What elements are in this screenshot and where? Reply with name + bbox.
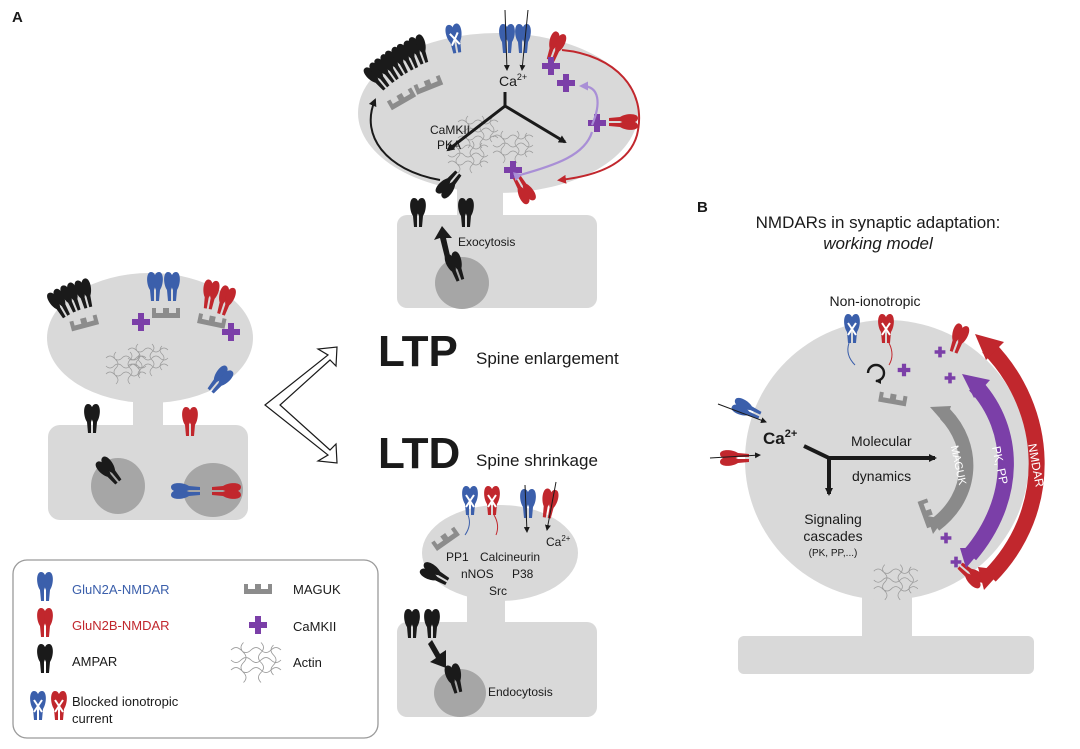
panel-b-title-line1: NMDARs in synaptic adaptation: bbox=[756, 213, 1001, 232]
ltd-spine bbox=[397, 481, 597, 717]
legend-maguk-label: MAGUK bbox=[293, 582, 341, 597]
ltd-title: LTD bbox=[378, 429, 460, 478]
legend-camkii-label: CaMKII bbox=[293, 619, 336, 634]
ltd-p38-label: P38 bbox=[512, 567, 534, 581]
panel-b-ca-label: Ca2+ bbox=[763, 428, 797, 448]
ltd-calcineurin-label: Calcineurin bbox=[480, 550, 540, 564]
dynamics-label: dynamics bbox=[852, 468, 911, 484]
ltd-ca-label: Ca2+ bbox=[546, 534, 571, 549]
panel-b-letter: B bbox=[697, 199, 708, 216]
glun2b-icon bbox=[720, 450, 749, 466]
legend-glun2a-label: GluN2A-NMDAR bbox=[72, 582, 170, 597]
panel-a-letter: A bbox=[12, 9, 23, 26]
signaling-label-3: (PK, PP,...) bbox=[809, 548, 858, 559]
basal-spine bbox=[45, 272, 253, 520]
ltd-pp1-label: PP1 bbox=[446, 550, 469, 564]
ltp-title: LTP bbox=[378, 327, 458, 376]
legend: GluN2A-NMDAR GluN2B-NMDAR AMPAR Blocked … bbox=[12, 559, 379, 739]
legend-actin-label: Actin bbox=[293, 655, 322, 670]
legend-ampar-label: AMPAR bbox=[72, 654, 117, 669]
ltp-pka-label: PKA bbox=[437, 138, 461, 152]
exocytosis-label: Exocytosis bbox=[458, 235, 515, 249]
molecular-label: Molecular bbox=[851, 433, 912, 449]
ltp-subtitle: Spine enlargement bbox=[476, 349, 619, 368]
endocytosis-label: Endocytosis bbox=[488, 685, 553, 699]
maguk-arc bbox=[930, 409, 974, 531]
non-ionotropic-label: Non-ionotropic bbox=[829, 293, 920, 309]
ltp-camkii-label: CaMKII bbox=[430, 123, 470, 137]
ltp-ltd-fork-arrow bbox=[264, 346, 338, 464]
ltp-spine bbox=[358, 9, 641, 309]
signaling-label-2: cascades bbox=[803, 528, 862, 544]
ltp-ca-label: Ca2+ bbox=[499, 72, 527, 89]
pkpp-arc bbox=[963, 379, 1014, 561]
working-model-spine bbox=[709, 313, 1045, 674]
ltd-src-label: Src bbox=[489, 584, 507, 598]
legend-glun2b-label: GluN2B-NMDAR bbox=[72, 618, 170, 633]
legend-blocked-label-2: current bbox=[72, 711, 113, 726]
nmdar-arc bbox=[982, 341, 1045, 582]
ltd-nnos-label: nNOS bbox=[461, 567, 494, 581]
cycle-icon bbox=[866, 363, 886, 384]
panel-b-title-line2: working model bbox=[823, 234, 934, 253]
legend-blocked-label-1: Blocked ionotropic bbox=[72, 694, 179, 709]
ltd-subtitle: Spine shrinkage bbox=[476, 451, 598, 470]
signaling-label-1: Signaling bbox=[804, 511, 862, 527]
